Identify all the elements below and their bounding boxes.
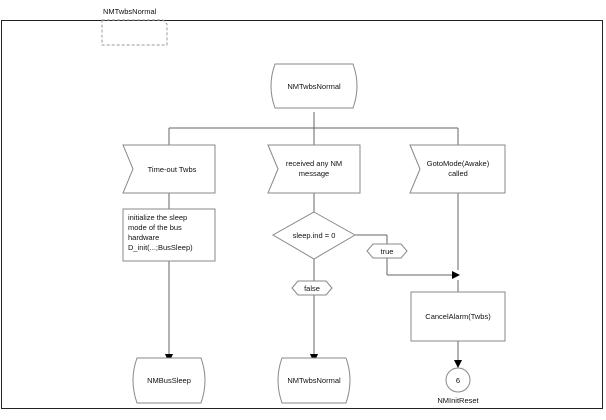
diagram-frame — [1, 20, 603, 409]
start-state-label: NMTwbsNormal — [287, 82, 341, 91]
connector-nm-init-reset: 6 NMInitReset — [437, 367, 480, 405]
state-bus-sleep-label: NMBusSleep — [147, 376, 191, 385]
task-init-line-3: hardware — [128, 233, 159, 242]
branch-false: false — [291, 280, 333, 296]
input-timeout-twbs: Time-out Twbs — [122, 144, 216, 194]
task-initialize-sleep: initialize the sleep mode of the bus har… — [122, 208, 216, 262]
input-received-line-2: message — [299, 169, 329, 178]
branch-true: true — [366, 243, 408, 259]
state-twbs-normal-label: NMTwbsNormal — [287, 376, 341, 385]
task-init-line-1: initialize the sleep — [128, 213, 187, 222]
input-received-nm-message: received any NM message — [267, 144, 361, 194]
state-nm-twbs-normal: NMTwbsNormal — [277, 357, 351, 404]
input-gotomode-called: GotoMode(Awake) called — [409, 144, 506, 194]
task-cancel-label: CancelAlarm(Twbs) — [425, 312, 491, 321]
page-label-placeholder — [101, 19, 168, 46]
decision-label: sleep.ind = 0 — [293, 231, 336, 240]
arrowhead-to-cancel-alarm — [452, 271, 460, 279]
task-init-line-4: D_init(...;BusSleep) — [128, 243, 193, 252]
task-init-line-2: mode of the bus — [128, 223, 182, 232]
diagram-title: NMTwbsNormal — [103, 7, 157, 16]
branch-false-label: false — [304, 284, 320, 293]
input-gotomode-line-1: GotoMode(Awake) — [427, 159, 490, 168]
connector-number: 6 — [456, 376, 460, 385]
input-gotomode-line-2: called — [448, 169, 468, 178]
decision-sleep-ind: sleep.ind = 0 — [271, 211, 357, 260]
input-timeout-label: Time-out Twbs — [148, 165, 197, 174]
flow-lines — [168, 112, 459, 360]
start-state: NMTwbsNormal — [270, 63, 358, 109]
arrowhead-to-connector — [454, 360, 462, 368]
task-cancel-alarm: CancelAlarm(Twbs) — [410, 291, 506, 342]
branch-true-label: true — [381, 247, 394, 256]
state-nm-bus-sleep: NMBusSleep — [132, 357, 206, 404]
connector-label: NMInitReset — [437, 396, 479, 405]
input-received-line-1: received any NM — [286, 159, 342, 168]
